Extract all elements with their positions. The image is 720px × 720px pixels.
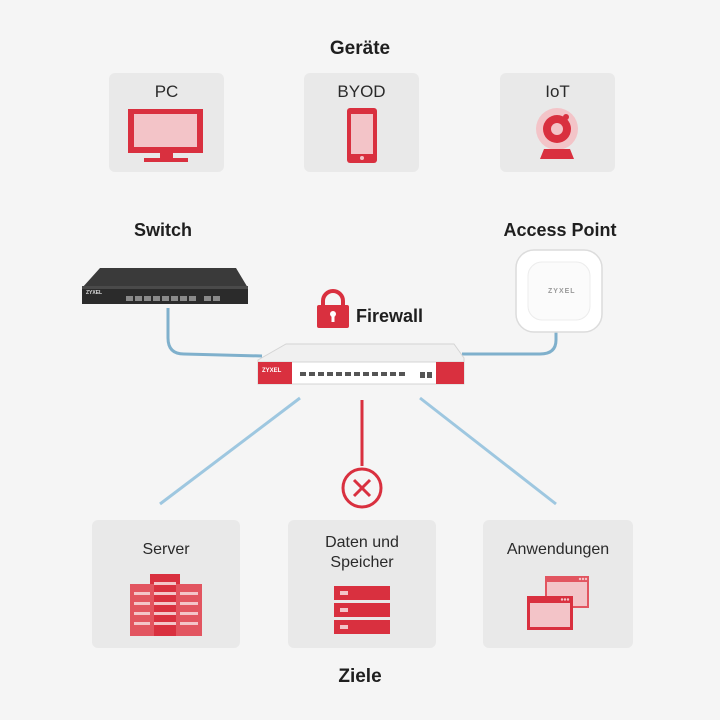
switch-brand: ZYXEL [86,290,103,296]
firewall-title: Firewall [356,306,424,326]
database-storage-icon [334,586,390,634]
device-label-pc: PC [154,82,179,101]
ap-firewall-cable [462,330,558,356]
devices-title: Geräte [329,38,391,59]
target-label-data-line1: Daten und [325,534,399,551]
switch-firewall-cable [166,308,263,358]
webcam-icon [536,108,578,159]
switch-title: Switch [133,220,192,240]
beam-apps [419,396,557,506]
target-label-server: Server [142,541,190,558]
target-label-applications: Anwendungen [506,541,610,558]
target-card-server: Server [92,520,240,648]
target-label-data-line2: Speicher [330,554,394,571]
beam-server [159,396,301,506]
smartphone-icon [347,108,377,163]
target-card-data-storage: Daten und Speicher [288,520,436,648]
firewall-brand: ZYXEL [262,368,282,374]
ap-brand: ZYXEL [548,288,576,295]
device-label-iot: IoT [545,82,570,101]
device-card-byod: BYOD [304,73,419,172]
server-rack-icon [130,574,202,636]
monitor-icon [128,109,203,162]
device-card-pc: PC [109,73,224,172]
target-card-applications: Anwendungen [483,520,633,648]
access-point-title: Access Point [503,220,617,240]
targets-title: Ziele [338,666,382,687]
application-windows-icon [527,576,589,630]
device-label-byod: BYOD [337,82,386,101]
device-card-iot: IoT [500,73,615,172]
